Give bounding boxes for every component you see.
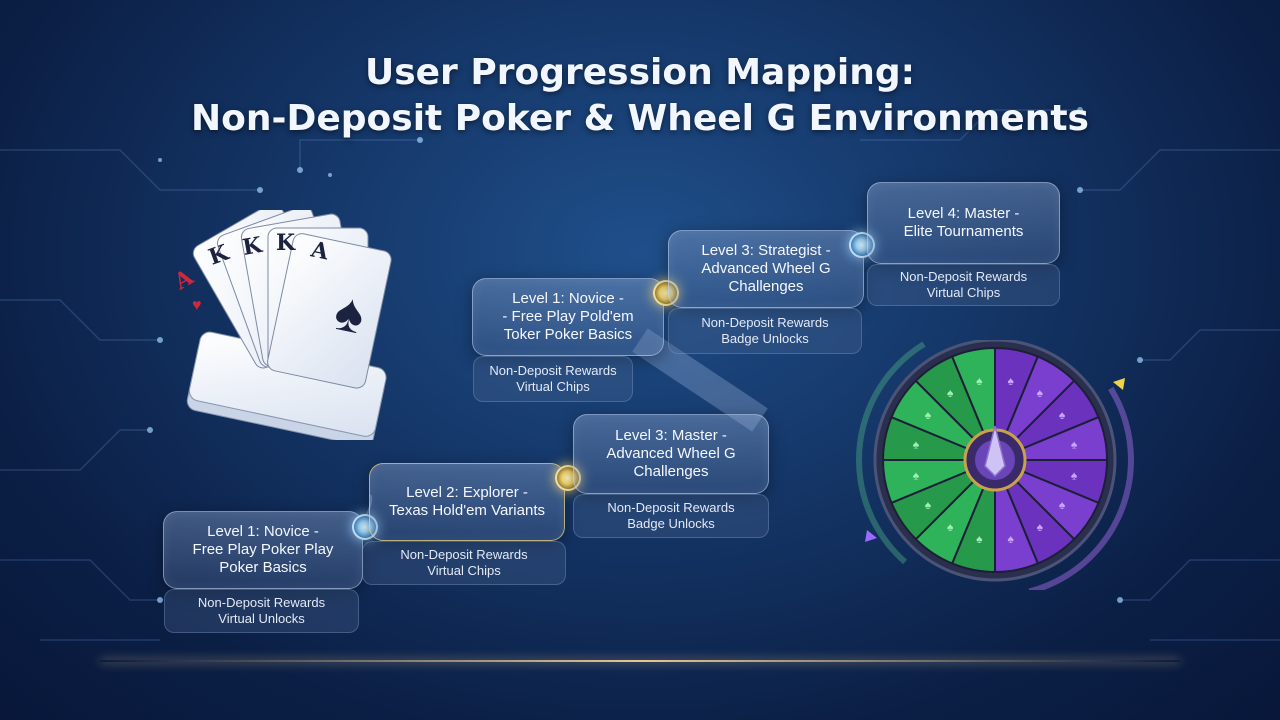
lower-level-1-card: Level 1: Novice - Free Play Poker Play P… — [163, 511, 363, 589]
reward-line: Virtual Chips — [427, 563, 501, 578]
reward-line: Virtual Chips — [516, 379, 590, 394]
upper-level-1-rewards: Non-Deposit Rewards Virtual Chips — [473, 356, 633, 402]
reward-line: Virtual Chips — [926, 285, 1001, 300]
reward-line: Non-Deposit Rewards — [899, 269, 1028, 284]
reward-line: Non-Deposit Rewards — [607, 500, 735, 515]
card-line: Elite Tournaments — [903, 223, 1024, 240]
upper-level-3-card: Level 3: Strategist - Advanced Wheel G C… — [668, 230, 864, 308]
reward-line: Badge Unlocks — [721, 331, 809, 346]
milestone-node — [555, 465, 581, 491]
title-line-2: Non-Deposit Poker & Wheel G Environments — [191, 98, 1089, 139]
svg-text:♠: ♠ — [913, 469, 920, 483]
svg-text:♠: ♠ — [947, 520, 954, 534]
svg-text:♠: ♠ — [1037, 520, 1044, 534]
lower-level-2-card: Level 2: Explorer - Texas Hold'em Varian… — [369, 463, 565, 541]
upper-level-4-card: Level 4: Master - Elite Tournaments — [867, 182, 1060, 264]
svg-text:♠: ♠ — [1008, 532, 1015, 546]
card-line: Advanced Wheel G — [701, 260, 831, 277]
svg-text:♠: ♠ — [1059, 408, 1066, 422]
card-rank: K — [276, 230, 296, 256]
title-line-1: User Progression Mapping: — [364, 52, 916, 93]
card-line: Texas Hold'em Variants — [389, 502, 545, 519]
card-line: Free Play Poker Play — [192, 541, 334, 558]
svg-text:♠: ♠ — [1008, 374, 1015, 388]
svg-text:♠: ♠ — [1037, 386, 1044, 400]
svg-text:♠: ♠ — [1071, 469, 1078, 483]
reward-line: Badge Unlocks — [627, 516, 715, 531]
reward-line: Virtual Unlocks — [218, 611, 305, 626]
card-line: Level 3: Master - — [615, 427, 727, 444]
card-rank: A — [308, 236, 332, 265]
card-line: Challenges — [728, 278, 804, 295]
card-line: Toker Poker Basics — [503, 326, 633, 343]
reward-line: Non-Deposit Rewards — [489, 363, 617, 378]
lower-level-2-rewards: Non-Deposit Rewards Virtual Chips — [362, 541, 566, 585]
prize-wheel-icon: ♠ ♠ ♠ ♠ ♠ ♠ ♠ ♠ ♠ ♠ ♠ ♠ ♠ ♠ ♠ ♠ — [856, 340, 1134, 590]
page-title: User Progression Mapping: Non-Deposit Po… — [0, 50, 1280, 142]
svg-text:♠: ♠ — [925, 408, 932, 422]
svg-text:♠: ♠ — [925, 498, 932, 512]
card-line: Level 4: Master - — [907, 205, 1020, 222]
reward-line: Non-Deposit Rewards — [197, 595, 326, 610]
lower-level-3-rewards: Non-Deposit Rewards Badge Unlocks — [573, 494, 769, 538]
card-line: - Free Play Pold'em — [502, 308, 634, 325]
card-rank: A — [169, 264, 198, 296]
upper-level-1-card: Level 1: Novice - - Free Play Pold'em To… — [472, 278, 664, 356]
svg-text:♠: ♠ — [913, 437, 920, 451]
lower-level-1-rewards: Non-Deposit Rewards Virtual Unlocks — [164, 589, 359, 633]
baseline-glow — [100, 660, 1180, 662]
card-line: Poker Basics — [219, 559, 307, 576]
card-line: Level 1: Novice - — [512, 290, 624, 307]
upper-level-4-rewards: Non-Deposit Rewards Virtual Chips — [867, 264, 1060, 306]
svg-text:♠: ♠ — [1059, 498, 1066, 512]
svg-text:♠: ♠ — [947, 386, 954, 400]
card-line: Level 3: Strategist - — [701, 242, 831, 259]
svg-text:♠: ♠ — [976, 374, 983, 388]
card-line: Level 1: Novice - — [207, 523, 319, 540]
svg-text:♠: ♠ — [976, 532, 983, 546]
svg-text:♥: ♥ — [192, 297, 202, 314]
card-line: Advanced Wheel G — [606, 445, 736, 462]
card-line: Level 2: Explorer - — [406, 484, 528, 501]
svg-text:♠: ♠ — [1071, 437, 1078, 451]
upper-level-3-rewards: Non-Deposit Rewards Badge Unlocks — [668, 308, 862, 354]
playing-cards-icon: A K K K A ♠ ♥ — [169, 210, 392, 440]
lower-level-3-card: Level 3: Master - Advanced Wheel G Chall… — [573, 414, 769, 494]
reward-line: Non-Deposit Rewards — [701, 315, 829, 330]
card-line: Challenges — [633, 463, 709, 480]
reward-line: Non-Deposit Rewards — [400, 547, 528, 562]
